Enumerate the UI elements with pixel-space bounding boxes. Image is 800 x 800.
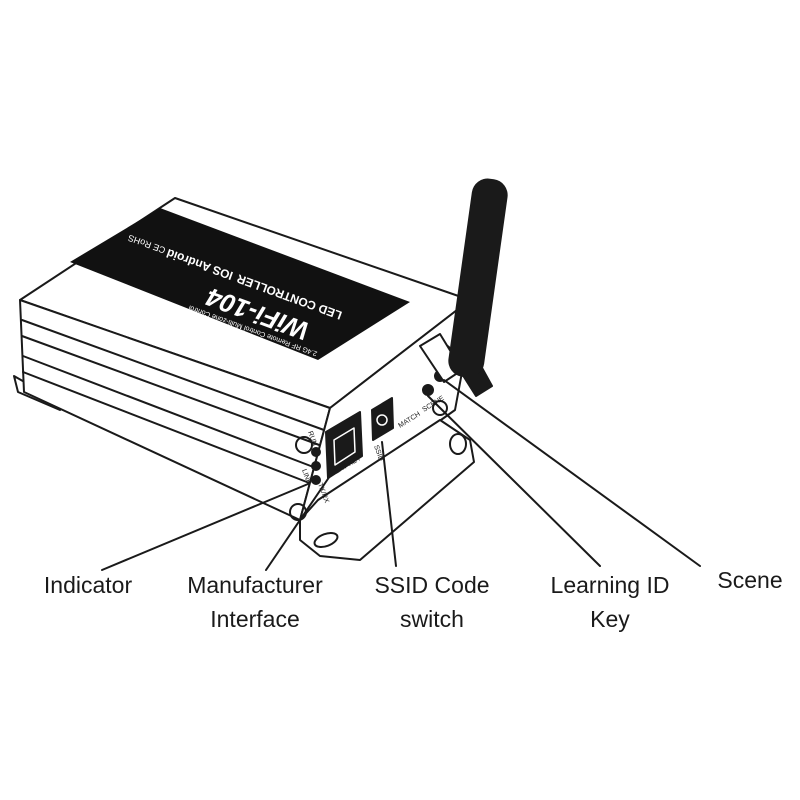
side-groove <box>21 319 325 431</box>
side-groove <box>21 335 323 447</box>
callout-ssid-code-switch: SSID Code switch <box>362 568 502 636</box>
screw <box>295 436 313 454</box>
leader-scene <box>443 379 701 567</box>
rj45-port-inner <box>333 427 356 466</box>
label-panel <box>70 208 410 360</box>
panel-label-run: RUN <box>306 430 318 447</box>
callout-indicator: Indicator <box>28 568 148 602</box>
flange-slot <box>313 532 339 548</box>
callout-manufacturer-interface: Manufacturer Interface <box>165 568 345 636</box>
callout-scene-line: Scene <box>717 567 783 593</box>
callout-indicator-line: Indicator <box>43 572 133 598</box>
match-button <box>422 384 434 396</box>
antenna <box>448 178 508 378</box>
callout-learning-id-key: Learning ID Key <box>530 568 690 636</box>
leader-manufacturer-interface <box>265 469 335 571</box>
leader-ssid-code-switch <box>381 441 397 567</box>
leader-learning-id-key <box>427 395 601 567</box>
flange-slot <box>449 433 467 455</box>
side-groove <box>22 355 317 469</box>
callout-learning-id-key-line: Key <box>590 606 630 632</box>
ssid-switch <box>371 397 394 441</box>
callout-ssid-code-switch-line: SSID Code <box>374 572 490 598</box>
callout-ssid-code-switch-line: switch <box>400 606 464 632</box>
led-txrx <box>311 475 321 485</box>
callout-learning-id-key-line: Learning ID <box>550 572 670 598</box>
callout-manufacturer-interface-line: Interface <box>210 606 300 632</box>
led-link <box>311 461 321 471</box>
callout-scene: Scene <box>705 563 795 597</box>
callout-manufacturer-interface-line: Manufacturer <box>187 572 323 598</box>
wifi-badge <box>129 316 161 340</box>
led-run <box>311 447 321 457</box>
leader-indicator <box>101 483 309 571</box>
screw <box>432 400 448 416</box>
side-groove <box>22 371 313 485</box>
ssid-switch-dial <box>376 414 388 426</box>
